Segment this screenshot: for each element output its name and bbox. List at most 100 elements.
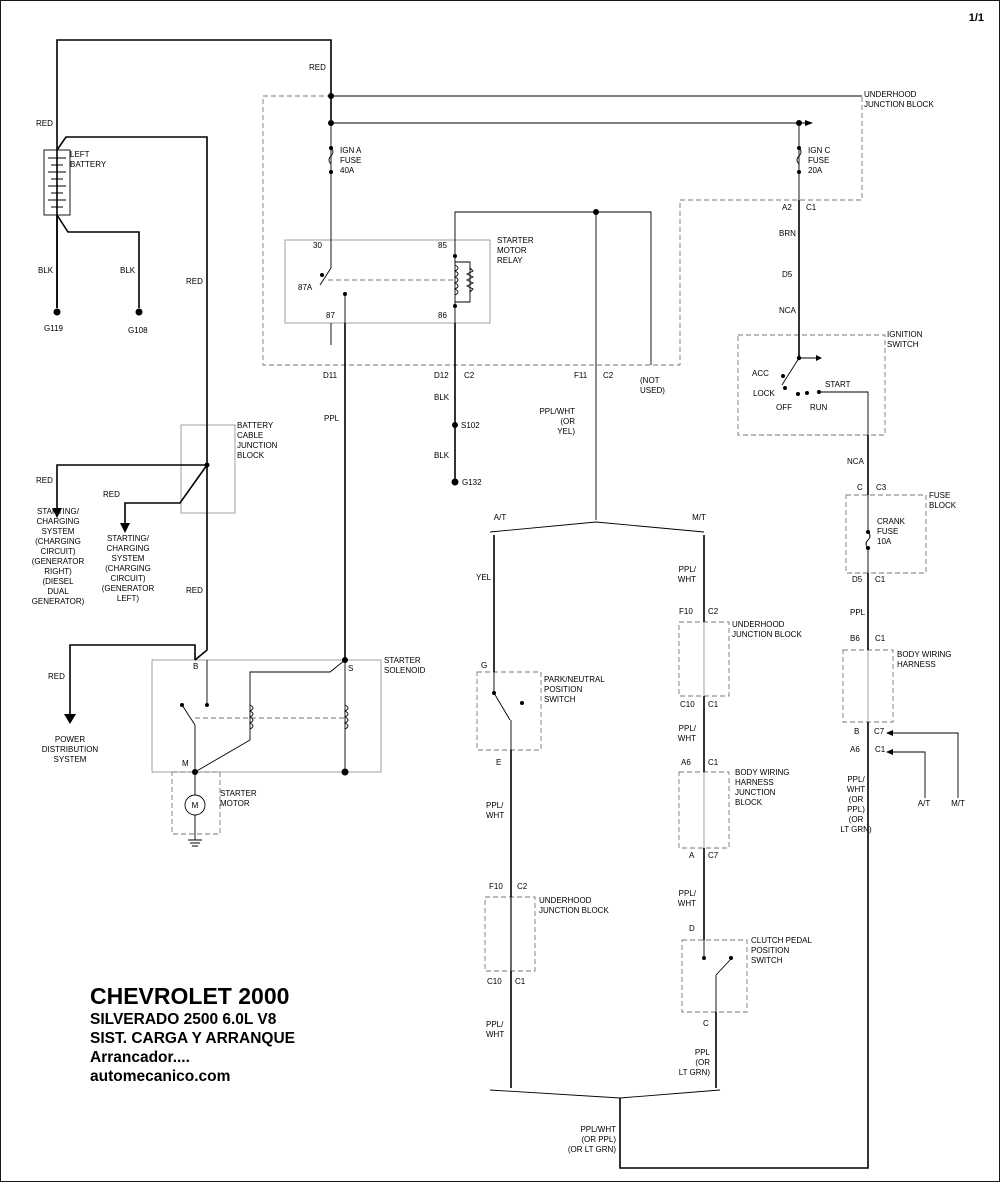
label-bottom-wire: PPL/WHT(OR PPL)(OR LT GRN): [568, 1125, 616, 1154]
label-c10-mt: C10: [680, 700, 695, 709]
arrow-left-icon: [886, 730, 893, 736]
starter-solenoid-box: [151, 659, 382, 773]
clutch-contact: [715, 959, 731, 976]
wire-relay-85: [454, 211, 652, 365]
label-c-mt: C: [703, 1019, 709, 1028]
label-brn: BRN: [779, 229, 796, 238]
starter-relay-box: [284, 239, 491, 324]
label-ppl-wht-at2: PPL/WHT: [486, 1020, 504, 1039]
label-b6: B6: [850, 634, 860, 643]
arrow-down-icon: [64, 714, 76, 724]
relay-contact: [319, 267, 332, 286]
label-yel: YEL: [476, 573, 492, 582]
switch-dot: [805, 391, 809, 395]
switch-dot: [796, 392, 800, 396]
battery-cable-junction-block: [180, 424, 236, 514]
fuse-pin: [866, 530, 870, 534]
label-pin-30: 30: [313, 241, 322, 250]
splice-dot: [328, 93, 334, 99]
solenoid-dot: [180, 703, 184, 707]
arrow-down-icon: [120, 523, 130, 533]
splice-s102: [452, 422, 458, 428]
label-ppl-wht-mt1: PPL/WHT: [678, 565, 697, 584]
title-block: CHEVROLET 2000 SILVERADO 2500 6.0L V8 SI…: [90, 983, 295, 1086]
label-s102: S102: [461, 421, 480, 430]
label-c1-a6-mt: C1: [708, 758, 719, 767]
switch-dot: [520, 701, 524, 705]
title-system: SIST. CARGA Y ARRANQUE: [90, 1030, 295, 1047]
relay-dot: [320, 273, 324, 277]
underhood-jb-at-box: [484, 896, 536, 972]
label-c2-f11: C2: [603, 371, 614, 380]
solenoid-coil-wire: [194, 659, 346, 773]
label-pin-87a: 87A: [298, 283, 313, 292]
label-blk-s102b: BLK: [434, 451, 450, 460]
crank-fuse-icon: [865, 531, 871, 549]
red-wire-pds: [69, 644, 196, 715]
label-ppl-wht-at1: PPL/WHT: [486, 801, 504, 820]
label-pin-86: 86: [438, 311, 447, 320]
ground-g119: [53, 308, 61, 316]
label-red-low: RED: [186, 586, 203, 595]
label-ppl-d11: PPL: [324, 414, 340, 423]
blk-wire-g108: [56, 214, 140, 308]
label-a2: A2: [782, 203, 792, 212]
title-site: automecanico.com: [90, 1068, 231, 1085]
label-off: OFF: [776, 403, 792, 412]
switch-dot: [702, 956, 706, 960]
battery-cells: [48, 157, 66, 208]
label-b-pin: B: [854, 727, 859, 736]
label-red-gen2: RED: [103, 490, 120, 499]
switch-dot: [729, 956, 733, 960]
label-s-sol: S: [348, 664, 353, 673]
ground-g108: [135, 308, 143, 316]
label-a6-mt: A6: [681, 758, 691, 767]
label-blk-g119: BLK: [38, 266, 54, 275]
relay-dot: [453, 304, 457, 308]
splice-dot: [796, 120, 802, 126]
switch-dot: [783, 386, 787, 390]
ignition-contact: [781, 357, 800, 386]
label-blk-g108: BLK: [120, 266, 136, 275]
label-red-pds: RED: [48, 672, 65, 681]
coil-icon: [248, 704, 254, 730]
label-a-mt: A: [689, 851, 695, 860]
label-mt-right: M/T: [951, 799, 965, 808]
label-d5-top: D5: [782, 270, 793, 279]
label-g132: G132: [462, 478, 482, 487]
fuse-pin: [797, 146, 801, 150]
switch-dot: [781, 374, 785, 378]
label-e-at: E: [496, 758, 501, 767]
label-c2-f10-mt: C2: [708, 607, 719, 616]
switch-dot: [492, 691, 496, 695]
label-motor-symbol: M: [192, 801, 199, 810]
terminal-s: [342, 657, 348, 663]
red-wire-junction-b: [124, 464, 208, 525]
label-c1-d5: C1: [875, 575, 886, 584]
bottom-wire: [619, 722, 869, 1169]
label-g-at: G: [481, 661, 487, 670]
label-c1-b6: C1: [875, 634, 886, 643]
relay-dot: [453, 254, 457, 258]
label-c7-b: C7: [874, 727, 885, 736]
label-mt-split: M/T: [692, 513, 706, 522]
fuse-icon: [328, 147, 334, 165]
label-red-top: RED: [309, 63, 326, 72]
label-c2-d12: C2: [464, 371, 475, 380]
label-at-right: A/T: [918, 799, 931, 808]
label-c3: C3: [876, 483, 887, 492]
label-at-split: A/T: [494, 513, 507, 522]
splice-dot: [328, 120, 334, 126]
label-f10-mt: F10: [679, 607, 693, 616]
